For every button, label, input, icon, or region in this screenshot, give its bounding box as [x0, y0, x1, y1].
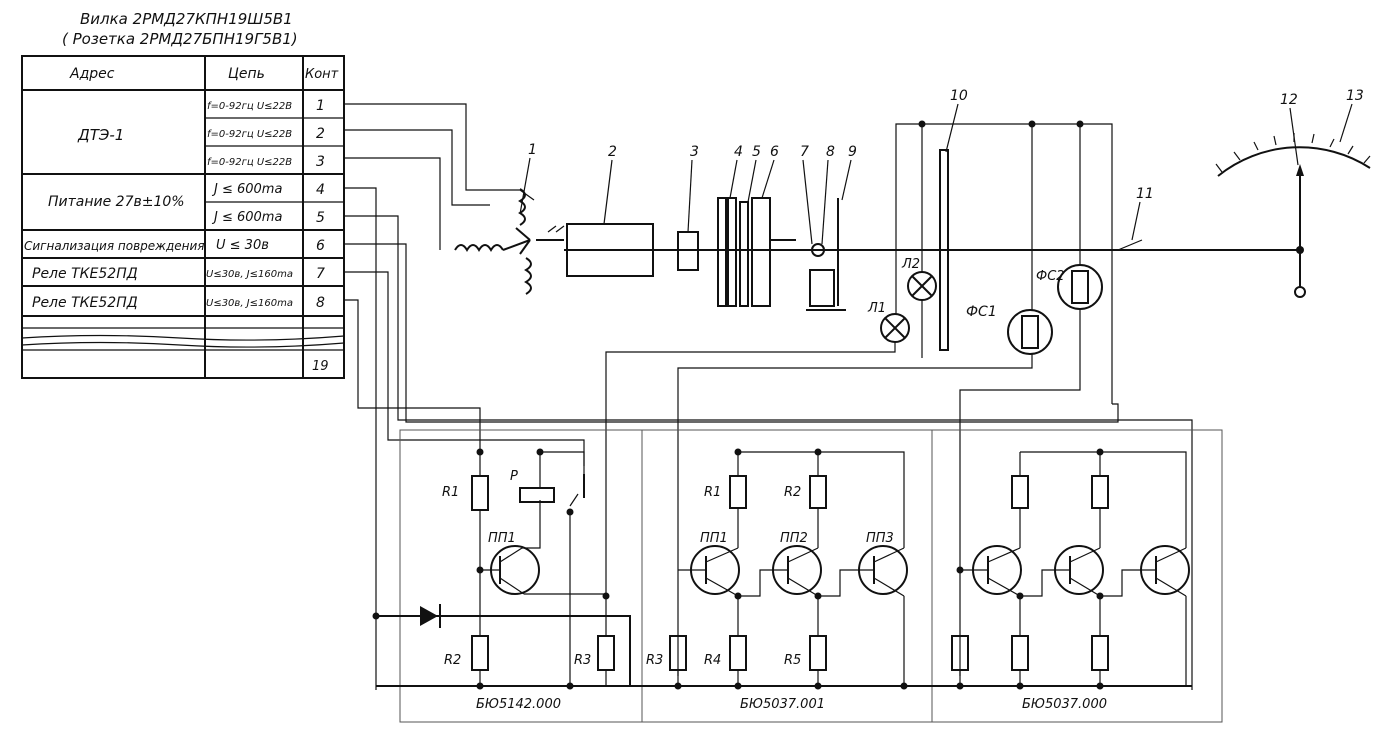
- callout-5: 5: [752, 144, 761, 160]
- contact-3: 3: [316, 154, 325, 170]
- board-3-dots: [956, 448, 1104, 690]
- lamp-l2: [907, 271, 937, 301]
- callout-1: 1: [528, 142, 537, 158]
- b2-r1: [729, 475, 747, 509]
- label-fs2: ФС2: [1036, 269, 1065, 284]
- callout-6: 6: [770, 144, 779, 160]
- board-1-name: БЮ5142.000: [476, 697, 561, 712]
- b2-label-r2: R2: [784, 485, 801, 500]
- contact-1: 1: [316, 98, 325, 114]
- contact-8: 8: [316, 295, 325, 311]
- label-l1: Л1: [867, 301, 886, 316]
- callout-leaders: [519, 103, 1353, 245]
- b3-r2: [1091, 475, 1109, 509]
- header-address: Адрес: [69, 66, 115, 82]
- b3-r1: [1011, 475, 1029, 509]
- b1-label-r2: R2: [444, 653, 461, 668]
- b2-label-tr3: ПП3: [866, 531, 894, 546]
- board-3-circuit: [951, 451, 1190, 686]
- group-dte1: ДТЭ-1: [77, 126, 124, 144]
- callout-10: 10: [950, 88, 968, 104]
- header-contact: Конт: [305, 67, 339, 82]
- callout-3: 3: [690, 144, 699, 160]
- junction-dot: [1296, 246, 1304, 254]
- b2-label-r5: R5: [784, 653, 801, 668]
- circuit-4: J ≤ 600ma: [211, 182, 282, 197]
- board-1-dots: [372, 448, 610, 690]
- contact-4: 4: [316, 182, 325, 198]
- callout-7: 7: [800, 144, 809, 160]
- photoresistor-fs1: [1007, 309, 1053, 355]
- block-2: [566, 223, 654, 277]
- contact-6: 6: [316, 238, 325, 254]
- b1-r3: [597, 635, 615, 671]
- board-3-frame: [931, 429, 1223, 723]
- b1-label-r1: R1: [442, 485, 459, 500]
- board-2-dots: [674, 448, 908, 690]
- circuit-1: f=0-92гц U≤22В: [207, 101, 292, 112]
- callout-12: 12: [1280, 92, 1298, 108]
- label-fs1: ФС1: [966, 304, 997, 320]
- plug-title: Вилка 2РМД27КПН19Ш5В1: [80, 10, 293, 28]
- diode-bus: [376, 615, 631, 686]
- circuit-2: f=0-92гц U≤22В: [207, 129, 292, 140]
- b2-label-r1: R1: [704, 485, 721, 500]
- callout-11: 11: [1136, 186, 1154, 202]
- group-fault-signal: Сигнализация повреждения: [24, 239, 205, 253]
- circuit-3: f=0-92гц U≤22В: [207, 157, 292, 168]
- callout-2: 2: [608, 144, 617, 160]
- b1-relay: [519, 487, 555, 503]
- items-7-8-9: [806, 198, 846, 311]
- optics-wiring: [605, 123, 1113, 676]
- b2-r5: [809, 635, 827, 671]
- top-dots: [918, 120, 1084, 128]
- contact-7: 7: [316, 266, 325, 282]
- b1-label-relay: Р: [510, 469, 518, 484]
- b1-diode: [420, 606, 438, 626]
- photoresistor-fs2: [1057, 264, 1103, 310]
- contact-5: 5: [316, 210, 325, 226]
- clutch-assembly: [717, 197, 796, 307]
- callout-4: 4: [734, 144, 743, 160]
- callout-13: 13: [1346, 88, 1364, 104]
- sensor-coils: [454, 188, 565, 295]
- b1-r1: [471, 475, 489, 511]
- callout-8: 8: [826, 144, 835, 160]
- connector-table: [21, 55, 345, 379]
- lamp-l1: [880, 313, 910, 343]
- pointer-scale: [1117, 133, 1371, 298]
- b1-r2: [471, 635, 489, 671]
- b1-label-tr1: ПП1: [488, 531, 516, 546]
- b2-label-tr1: ПП1: [700, 531, 728, 546]
- circuit-6: U ≤ 30в: [216, 238, 269, 253]
- circuit-7: U≤30в, J≤160ma: [206, 269, 293, 280]
- callout-9: 9: [848, 144, 857, 160]
- b2-r2: [809, 475, 827, 509]
- circuit-5: J ≤ 600ma: [211, 210, 282, 225]
- connector-wires: [344, 103, 1193, 690]
- socket-title: ( Розетка 2РМД27БПН19Г5В1): [62, 30, 298, 48]
- board-3-name: БЮ5037.000: [1022, 697, 1107, 712]
- group-relay-1: Реле ТКЕ52ПД: [32, 266, 138, 282]
- board-2-name: БЮ5037.001: [740, 697, 825, 712]
- b2-label-r4: R4: [704, 653, 721, 668]
- circuit-8: U≤30в, J≤160ma: [206, 298, 293, 309]
- b3-r4: [1011, 635, 1029, 671]
- header-circuit: Цепь: [228, 66, 265, 82]
- b2-label-tr2: ПП2: [780, 531, 808, 546]
- label-l2: Л2: [901, 257, 920, 272]
- disk-10: [939, 149, 949, 351]
- group-power: Питание 27в±10%: [48, 194, 185, 210]
- b2-r4: [729, 635, 747, 671]
- board-1-circuit: [420, 450, 615, 686]
- b1-label-r3: R3: [574, 653, 591, 668]
- group-relay-2: Реле ТКЕ52ПД: [32, 295, 138, 311]
- b2-label-r3: R3: [646, 653, 663, 668]
- b3-r5: [1091, 635, 1109, 671]
- contact-2: 2: [316, 126, 325, 142]
- contact-19: 19: [312, 359, 329, 374]
